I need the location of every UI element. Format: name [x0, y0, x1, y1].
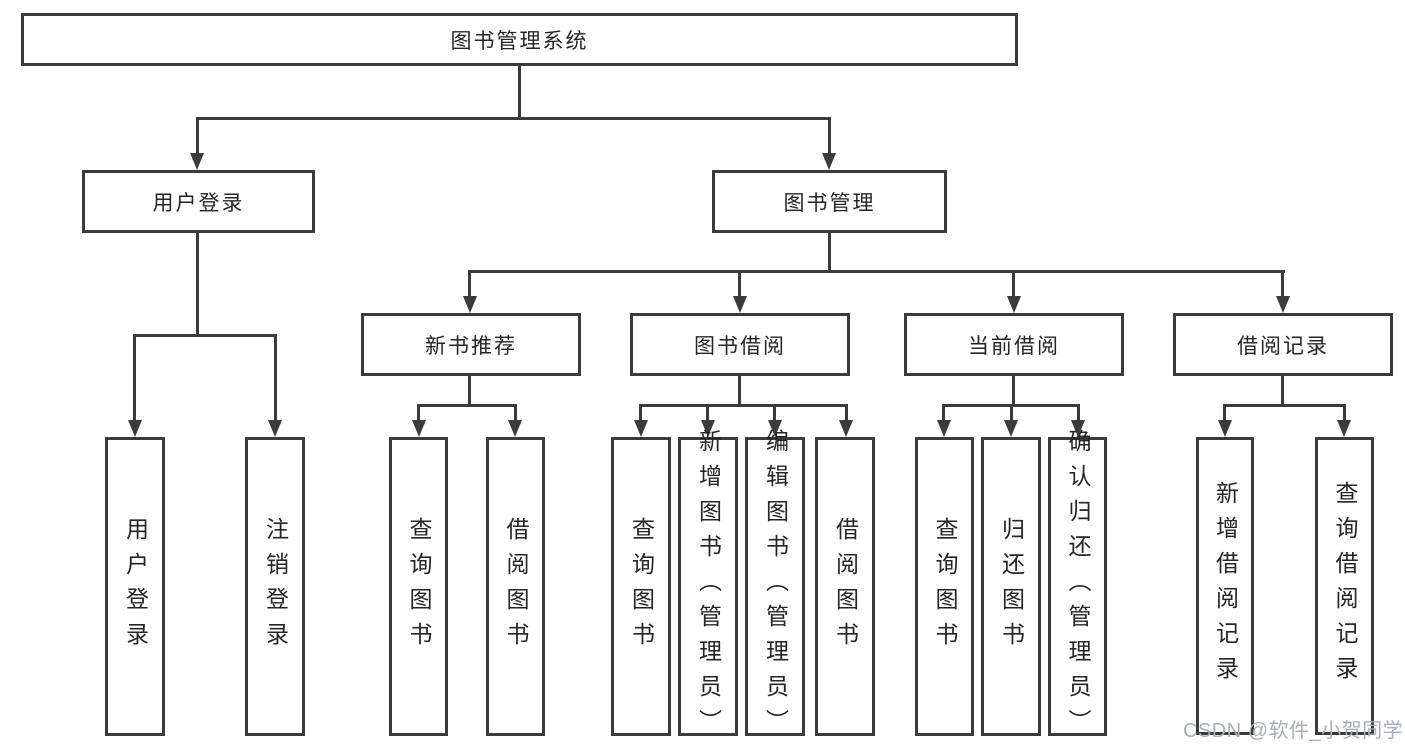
connector-stem: [738, 270, 741, 298]
connector-stem: [1223, 404, 1226, 421]
leaf-label: 查询图书: [406, 516, 432, 657]
connector-stem: [1281, 270, 1284, 298]
arrow-down-icon: [1276, 296, 1290, 313]
leaf-add-borrow-record: 新增借阅记录: [1196, 437, 1254, 735]
connector-stem: [417, 404, 420, 421]
node-label: 用户登录: [152, 191, 245, 215]
arrow-down-icon: [463, 296, 477, 313]
arrow-down-icon: [1218, 420, 1232, 437]
leaf-label: 编辑图书（管理员）: [762, 429, 789, 744]
connector-branch: [417, 404, 517, 407]
leaf-borrow-books-bb: 借阅图书: [815, 437, 875, 736]
leaf-logout: 注销登录: [245, 437, 305, 736]
node-book-borrowing: 图书借阅: [630, 313, 850, 376]
connector-stem: [828, 117, 831, 155]
node-book-management: 图书管理: [712, 170, 947, 233]
node-current-borrowing: 当前借阅: [904, 313, 1124, 376]
leaf-query-books-bb: 查询图书: [611, 437, 671, 736]
connector-trunk: [738, 376, 741, 406]
csdn-watermark: CSDN @软件_小贺同学: [1183, 720, 1404, 742]
connector-stem: [942, 404, 945, 421]
connector-stem: [773, 404, 776, 421]
leaf-user-login: 用户登录: [105, 437, 165, 736]
leaf-label: 确认归还（管理员）: [1065, 429, 1091, 744]
leaf-label: 归还图书: [998, 516, 1025, 657]
leaf-label: 查询图书: [628, 516, 655, 657]
arrow-down-icon: [1007, 296, 1021, 313]
arrow-down-icon: [839, 420, 853, 437]
connector-book-mgmt-trunk: [828, 233, 831, 272]
leaf-borrow-books-rec: 借阅图书: [486, 437, 545, 736]
leaf-label: 借阅图书: [503, 516, 529, 657]
arrow-down-icon: [1337, 420, 1351, 437]
connector-trunk: [468, 376, 471, 406]
arrow-down-icon: [1004, 420, 1018, 437]
arrow-down-icon: [768, 420, 782, 437]
connector-stem: [468, 270, 471, 298]
connector-stem: [514, 404, 517, 421]
leaf-label: 新增图书（管理员）: [695, 429, 722, 744]
arrow-down-icon: [190, 153, 204, 170]
connector-stem: [1012, 270, 1015, 298]
arrow-down-icon: [822, 153, 836, 170]
leaf-query-books-cb: 查询图书: [915, 437, 974, 736]
connector-stem: [845, 404, 848, 421]
node-label: 图书管理: [783, 191, 876, 215]
connector-root-trunk: [518, 66, 521, 119]
node-label: 新书推荐: [425, 334, 517, 358]
leaf-label: 用户登录: [122, 516, 149, 657]
connector-root-branch: [196, 117, 831, 120]
connector-branch: [1223, 404, 1346, 407]
connector-stem: [274, 334, 277, 421]
leaf-edit-books-admin: 编辑图书（管理员）: [745, 429, 805, 744]
arrow-down-icon: [733, 296, 747, 313]
leaf-return-books: 归还图书: [981, 437, 1041, 736]
connector-stem: [1343, 404, 1346, 421]
connector-stem: [196, 117, 199, 155]
connector-branch: [639, 404, 848, 407]
arrow-down-icon: [701, 420, 715, 437]
connector-user-login-branch: [133, 334, 277, 337]
connector-stem: [639, 404, 642, 421]
arrow-down-icon: [508, 420, 522, 437]
node-label: 借阅记录: [1237, 334, 1329, 358]
connector-book-mgmt-branch: [468, 270, 1285, 273]
leaf-label: 借阅图书: [832, 516, 859, 657]
arrow-down-icon: [1071, 420, 1085, 437]
leaf-query-borrow-record: 查询借阅记录: [1315, 437, 1374, 735]
connector-stem: [1077, 404, 1080, 421]
leaf-add-books-admin: 新增图书（管理员）: [678, 429, 738, 744]
node-label: 图书管理系统: [450, 29, 589, 53]
arrow-down-icon: [412, 420, 426, 437]
node-label: 当前借阅: [968, 334, 1060, 358]
arrow-down-icon: [128, 420, 142, 437]
connector-stem: [1010, 404, 1013, 421]
connector-stem: [706, 404, 709, 421]
leaf-label: 查询图书: [932, 516, 958, 657]
node-root-book-management-system: 图书管理系统: [21, 13, 1018, 66]
node-new-book-recommendation: 新书推荐: [361, 313, 581, 376]
node-borrowing-records: 借阅记录: [1173, 313, 1393, 376]
node-user-login: 用户登录: [82, 170, 315, 233]
arrow-down-icon: [634, 420, 648, 437]
connector-trunk: [1012, 376, 1015, 406]
connector-trunk: [1281, 376, 1284, 406]
leaf-query-books-rec: 查询图书: [389, 437, 448, 736]
node-label: 图书借阅: [694, 334, 786, 358]
connector-stem: [133, 334, 136, 421]
leaf-label: 新增借阅记录: [1212, 481, 1239, 691]
connector-user-login-trunk: [196, 233, 199, 336]
leaf-confirm-return-admin: 确认归还（管理员）: [1048, 429, 1107, 744]
arrow-down-icon: [268, 420, 282, 437]
arrow-down-icon: [937, 420, 951, 437]
leaf-label: 查询借阅记录: [1332, 481, 1358, 691]
leaf-label: 注销登录: [262, 516, 289, 657]
